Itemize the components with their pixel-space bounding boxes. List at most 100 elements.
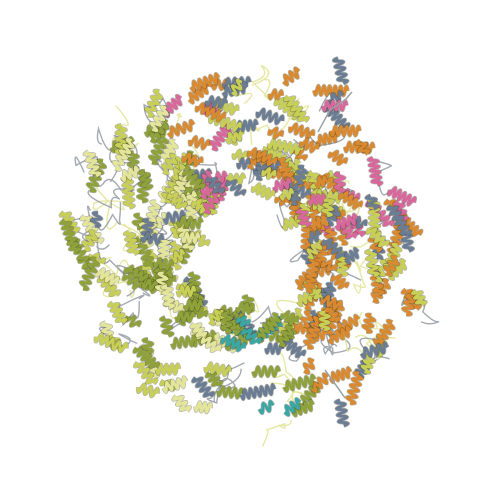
- helix: [173, 152, 189, 170]
- helix: [187, 134, 211, 151]
- helix: [171, 163, 187, 181]
- helix: [312, 188, 345, 205]
- helix: [334, 212, 359, 232]
- helix: [320, 259, 339, 273]
- helix: [202, 191, 221, 215]
- helix: [235, 301, 256, 316]
- helix: [285, 157, 302, 174]
- helix: [216, 384, 245, 400]
- helix: [359, 341, 390, 360]
- helix: [99, 320, 115, 338]
- helix: [187, 82, 210, 105]
- helix: [166, 118, 196, 139]
- helix: [224, 128, 245, 145]
- helix: [336, 228, 351, 246]
- helix: [143, 219, 160, 237]
- helix: [81, 229, 99, 252]
- helix: [182, 298, 204, 312]
- helix: [359, 353, 376, 375]
- helix: [82, 149, 103, 178]
- helix: [279, 309, 300, 326]
- helix: [267, 88, 285, 102]
- helix: [154, 270, 170, 296]
- helix: [295, 207, 313, 228]
- helix: [250, 182, 276, 201]
- helix: [149, 104, 170, 133]
- helix: [175, 215, 195, 229]
- coil-segment: [261, 419, 292, 447]
- coil-segment: [102, 280, 144, 299]
- helix: [320, 202, 335, 218]
- helix: [240, 327, 263, 345]
- helix: [293, 164, 309, 186]
- helix: [175, 284, 197, 298]
- helix: [276, 324, 295, 348]
- helix: [239, 382, 277, 402]
- helix: [235, 156, 251, 171]
- helix: [166, 191, 188, 210]
- helix: [251, 364, 282, 379]
- helix: [148, 118, 170, 144]
- coil-segment: [118, 294, 145, 327]
- helix: [410, 288, 428, 307]
- helix: [170, 248, 186, 264]
- helix: [204, 371, 224, 388]
- helix: [119, 164, 141, 183]
- helix: [210, 77, 230, 92]
- helix: [190, 376, 216, 399]
- helix: [273, 156, 298, 184]
- helix: [291, 146, 309, 162]
- helix: [324, 205, 342, 227]
- helix: [161, 375, 189, 394]
- helix: [282, 373, 317, 394]
- helix: [204, 175, 226, 195]
- helix: [307, 192, 327, 207]
- helix: [329, 273, 350, 290]
- coil-segment: [92, 185, 125, 211]
- helix: [137, 168, 154, 191]
- helix: [333, 170, 347, 195]
- helix: [263, 341, 285, 356]
- helix: [367, 235, 384, 254]
- helix: [310, 215, 323, 232]
- helix: [120, 175, 136, 210]
- helix: [235, 314, 252, 328]
- helix: [333, 398, 350, 428]
- helix: [152, 256, 174, 272]
- coil-segment: [116, 264, 151, 297]
- helix: [317, 309, 332, 332]
- helix: [209, 121, 233, 152]
- helix: [320, 98, 349, 113]
- helix: [302, 357, 316, 376]
- helix: [78, 256, 101, 292]
- helix: [107, 300, 129, 325]
- helix-ribbons: [58, 56, 428, 428]
- helix: [180, 231, 201, 245]
- helix: [334, 313, 361, 336]
- helix: [386, 185, 417, 207]
- helix: [337, 190, 364, 211]
- helix: [282, 94, 310, 124]
- helix: [344, 246, 360, 266]
- helix: [365, 226, 391, 248]
- helix: [135, 382, 160, 399]
- helix: [278, 187, 295, 202]
- helix: [383, 254, 401, 277]
- helix: [255, 149, 278, 167]
- helix: [267, 126, 285, 140]
- helix: [401, 293, 417, 317]
- helix: [193, 400, 214, 415]
- helix: [331, 56, 350, 86]
- helix: [265, 311, 282, 332]
- helix: [372, 318, 396, 350]
- helix: [126, 150, 141, 172]
- helix: [132, 345, 161, 370]
- helix: [211, 170, 229, 185]
- coil-segment: [106, 201, 141, 237]
- helix: [305, 238, 323, 261]
- helix: [190, 198, 215, 218]
- helix: [111, 339, 129, 354]
- helix: [158, 315, 175, 338]
- helix: [162, 209, 187, 225]
